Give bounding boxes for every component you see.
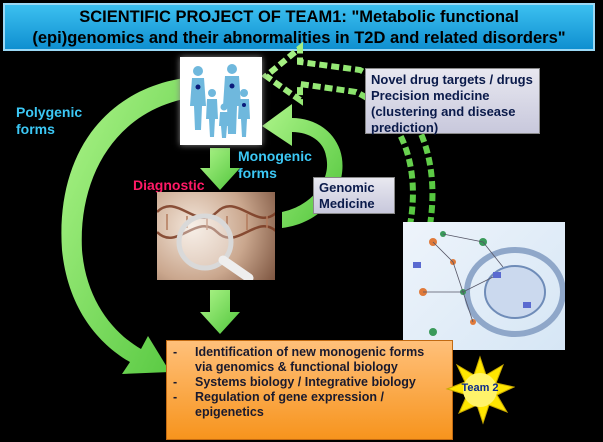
- research-list: -Identification of new monogenic forms v…: [173, 345, 444, 420]
- research-topics-box: -Identification of new monogenic forms v…: [166, 340, 453, 440]
- family-panel: [180, 57, 262, 145]
- list-item: -Identification of new monogenic forms v…: [173, 345, 425, 374]
- research-down-arrow: [200, 290, 240, 334]
- diagnostic-label: Diagnostic: [133, 177, 205, 193]
- drug-target-arrow: [261, 41, 436, 228]
- genomic-medicine-box: Genomic Medicine: [313, 177, 395, 214]
- family-figures-icon: [190, 64, 250, 138]
- polygenic-arrow: [61, 76, 205, 374]
- title-line-1: SCIENTIFIC PROJECT OF TEAM1: "Metabolic …: [79, 8, 519, 26]
- monogenic-down-arrow: [200, 148, 240, 190]
- polygenic-label: Polygenic forms: [16, 104, 83, 137]
- pathway-panel: [403, 222, 565, 350]
- monogenic-label: Monogenic forms: [238, 148, 312, 181]
- dna-magnifier-icon: [157, 205, 275, 280]
- list-item: -Systems biology / Integrative biology: [173, 375, 416, 389]
- sun-badge-icon: [445, 355, 516, 425]
- title-line-2: (epi)genomics and their abnormalities in…: [32, 29, 566, 47]
- drug-targets-box: Novel drug targets / drugs Precision med…: [365, 68, 540, 135]
- list-item: -Regulation of gene expression / epigene…: [173, 390, 384, 419]
- dna-panel: [157, 192, 275, 280]
- team2-label: Team 2: [461, 382, 499, 394]
- team2-badge: Team 2: [445, 355, 516, 425]
- pathway-diagram-icon: [413, 231, 565, 337]
- title-banner: SCIENTIFIC PROJECT OF TEAM1: "Metabolic …: [3, 3, 595, 51]
